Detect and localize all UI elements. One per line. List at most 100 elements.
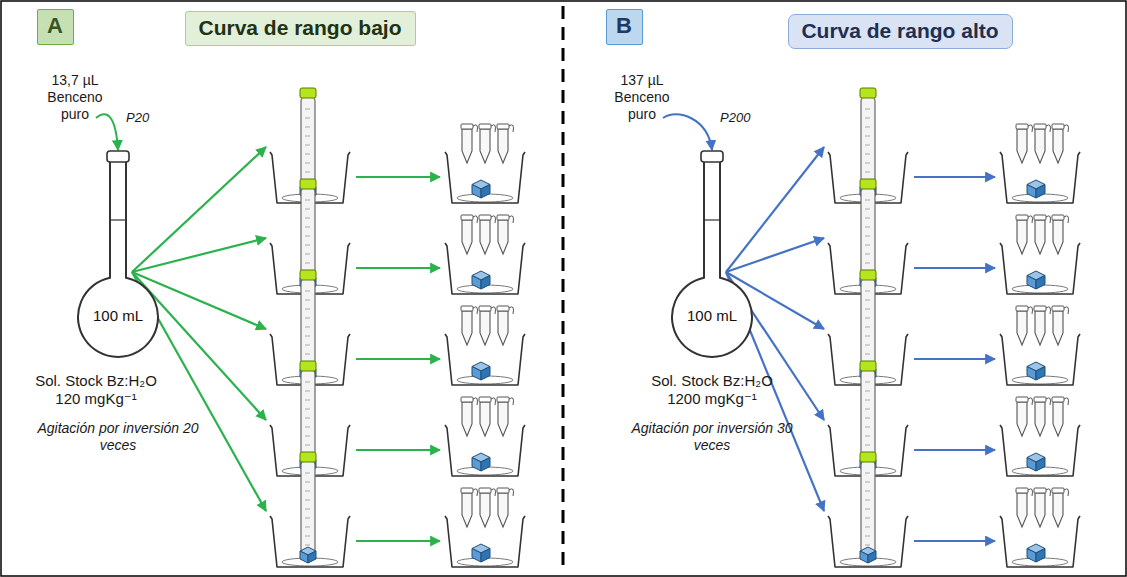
falcon-tube [301, 97, 315, 189]
stir-bar-cube [481, 458, 490, 472]
eppendorf-tube [462, 311, 472, 345]
eppendorf-tube [1017, 493, 1027, 527]
eppendorf-cap [1034, 124, 1046, 129]
eppendorf-hinge [509, 307, 514, 314]
eppendorf-hinge [1028, 307, 1033, 314]
graduation [865, 118, 870, 119]
graduation [865, 154, 870, 155]
eppendorf-hinge [473, 489, 478, 496]
volumetric-flask: 100 mL [667, 150, 757, 362]
eppendorf-tube [1035, 493, 1045, 527]
eppendorf-hinge [1064, 307, 1069, 314]
graduation [865, 527, 870, 528]
eppendorf-cap [1034, 397, 1046, 402]
stir-bar-cube [1027, 276, 1036, 290]
graduation [865, 473, 870, 474]
falcon-tube [861, 188, 875, 280]
eppendorf-tube [462, 402, 472, 436]
graduation [865, 327, 870, 328]
graduation [865, 254, 870, 255]
eppendorf-cap [461, 397, 473, 402]
graduation [305, 227, 310, 228]
flask-stopper [107, 151, 129, 162]
eppendorf-cap [479, 306, 491, 311]
eppendorf-tube [1017, 129, 1027, 163]
tube-cap [860, 88, 876, 98]
eppendorf-hinge [509, 398, 514, 405]
graduation [305, 545, 310, 546]
eppendorf-cap [1052, 306, 1064, 311]
eppendorf-hinge [1028, 216, 1033, 223]
eppendorf-cap [1034, 215, 1046, 220]
stock-solution: Sol. Stock Bz:H₂O 120 mgKg⁻¹ [26, 372, 166, 408]
graduation [865, 382, 870, 383]
graduation [305, 109, 310, 110]
graduation [865, 136, 870, 137]
graduation [865, 409, 870, 410]
panel-letter: A [37, 9, 74, 45]
graduation [305, 300, 310, 301]
falcon-tube [861, 279, 875, 371]
eppendorf-hinge [473, 125, 478, 132]
graduation [305, 263, 310, 264]
tube-cap [860, 179, 876, 189]
eppendorf-cap [497, 215, 509, 220]
graduation [865, 309, 870, 310]
tube-cap [860, 452, 876, 462]
eppendorf-hinge [491, 398, 496, 405]
eppendorf-tube [498, 311, 508, 345]
eppendorf-cap [461, 124, 473, 129]
eppendorf-tube [1017, 402, 1027, 436]
flow-arrow [356, 267, 440, 269]
eppendorf-cap [1016, 124, 1028, 129]
eppendorf-tube [498, 129, 508, 163]
eppendorf-cap [1052, 124, 1064, 129]
stir-bar-cube [472, 276, 481, 290]
flow-arrow [914, 540, 995, 542]
flask-volume: 100 mL [667, 307, 757, 324]
falcon-tube [861, 97, 875, 189]
panel-title: Curva de rango bajo [185, 11, 416, 46]
eppendorf-cap [461, 488, 473, 493]
flow-arrow [914, 267, 995, 269]
eppendorf-hinge [491, 489, 496, 496]
tube-cap [860, 361, 876, 371]
eppendorf-cap [461, 215, 473, 220]
falcon-tube [861, 461, 875, 553]
stir-bar-cube [1027, 458, 1036, 472]
eppendorf-tube [1017, 220, 1027, 254]
eppendorf-hinge [1046, 216, 1051, 223]
eppendorf-tube [480, 493, 490, 527]
flow-arrow [356, 176, 440, 178]
graduation [865, 245, 870, 246]
graduation [865, 482, 870, 483]
flow-arrow [914, 449, 995, 451]
eppendorf-tube [1053, 402, 1063, 436]
eppendorf-cap [497, 488, 509, 493]
stir-bar-cube [1036, 458, 1045, 472]
eppendorf-hinge [509, 216, 514, 223]
graduation [305, 427, 310, 428]
stir-bar-cube [1036, 185, 1045, 199]
flask-mark [110, 219, 126, 220]
panel-divider [562, 6, 565, 572]
eppendorf-tube [498, 493, 508, 527]
stir-bar-cube [472, 367, 481, 381]
stir-bar-cube [868, 551, 876, 563]
flow-arrow [132, 238, 266, 272]
eppendorf-cap [1034, 488, 1046, 493]
graduation [305, 163, 310, 164]
graduation [305, 136, 310, 137]
graduation [305, 218, 310, 219]
flow-arrow [132, 147, 266, 272]
tube-cap [300, 88, 316, 98]
eppendorf-hinge [1064, 489, 1069, 496]
graduation [865, 536, 870, 537]
eppendorf-cap [1052, 215, 1064, 220]
eppendorf-hinge [1046, 398, 1051, 405]
graduation [305, 254, 310, 255]
eppendorf-hinge [473, 398, 478, 405]
stir-bar-cube [472, 185, 481, 199]
eppendorf-tube [1035, 129, 1045, 163]
